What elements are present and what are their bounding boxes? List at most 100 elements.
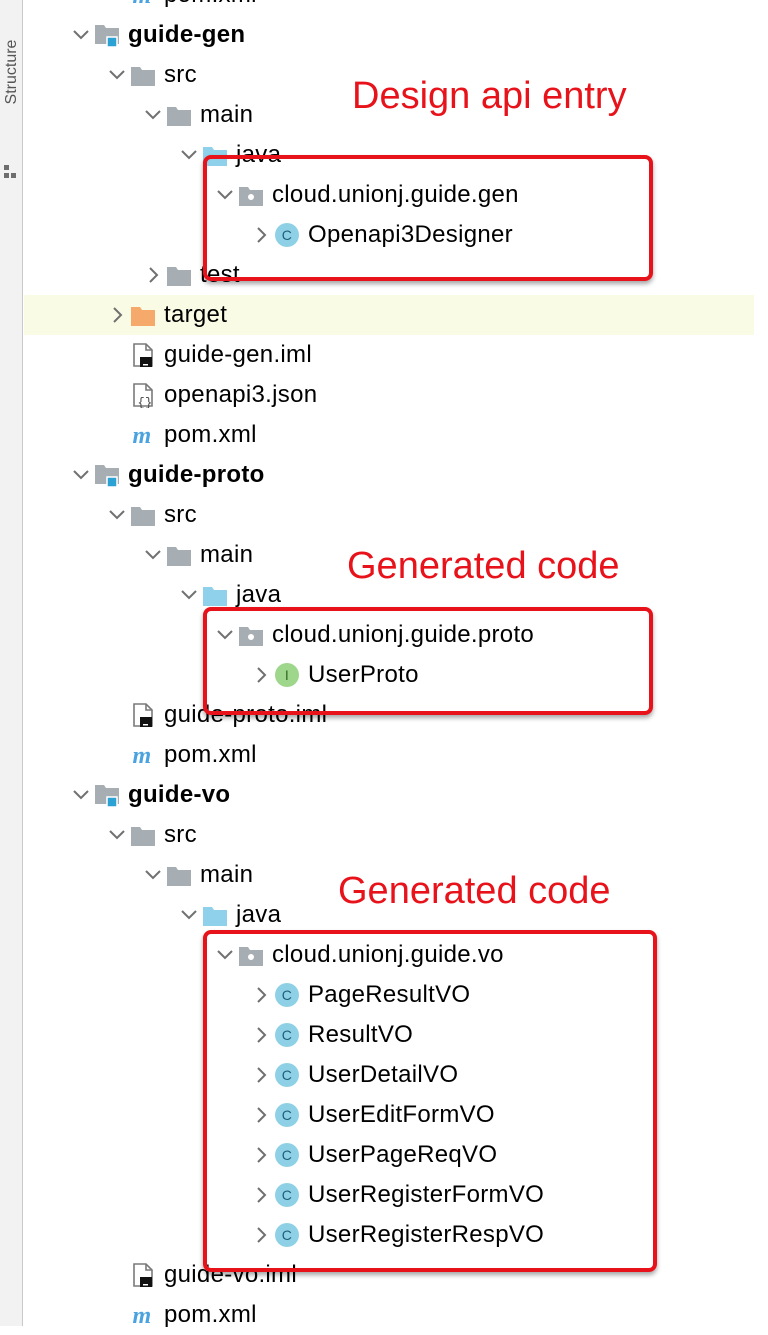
chevron-down-icon[interactable]: [142, 535, 164, 575]
tree-row[interactable]: src: [24, 495, 754, 535]
tree-row-label: java: [236, 901, 282, 928]
chevron-down-icon[interactable]: [178, 135, 200, 175]
chevron-down-icon[interactable]: [106, 815, 128, 855]
tree-row[interactable]: guide-gen: [24, 15, 754, 55]
chevron-down-icon[interactable]: [178, 895, 200, 935]
folder-gray-icon: [166, 542, 192, 568]
tree-row-label: src: [164, 821, 197, 848]
svg-text:{}: {}: [137, 396, 152, 408]
tree-row[interactable]: guide-proto: [24, 455, 754, 495]
tree-row[interactable]: java: [24, 135, 754, 175]
folder-gray-icon: [166, 102, 192, 128]
chevron-down-icon[interactable]: [70, 15, 92, 55]
svg-text:m: m: [133, 423, 152, 448]
chevron-down-icon[interactable]: [70, 455, 92, 495]
tree-row[interactable]: java: [24, 575, 754, 615]
chevron-right-icon[interactable]: [250, 655, 272, 695]
folder-gray-icon: [166, 262, 192, 288]
folder-gray-icon: [130, 62, 156, 88]
tree-row-label: cloud.unionj.guide.vo: [272, 941, 504, 968]
tree-row-label: pom.xml: [164, 0, 257, 15]
class-icon: C: [274, 1182, 300, 1208]
chevron-down-icon[interactable]: [142, 95, 164, 135]
tree-row-label: main: [200, 101, 254, 128]
folder-gray-icon: [166, 862, 192, 888]
tree-row[interactable]: test: [24, 255, 754, 295]
class-icon: C: [274, 1222, 300, 1248]
tree-row[interactable]: main: [24, 855, 754, 895]
tree-row-label: test: [200, 261, 240, 288]
folder-blue-icon: [202, 142, 228, 168]
chevron-right-icon[interactable]: [250, 1095, 272, 1135]
chevron-right-icon[interactable]: [142, 255, 164, 295]
tree-row-label: UserProto: [308, 661, 419, 688]
tree-row[interactable]: src: [24, 55, 754, 95]
folder-gray-icon: [130, 502, 156, 528]
class-icon: C: [274, 1142, 300, 1168]
chevron-right-icon[interactable]: [106, 295, 128, 335]
maven-icon: m: [130, 1302, 156, 1329]
chevron-right-icon[interactable]: [250, 975, 272, 1015]
json-file-icon: {}: [130, 382, 156, 410]
chevron-down-icon[interactable]: [214, 615, 236, 655]
tree-row[interactable]: cloud.unionj.guide.gen: [24, 175, 754, 215]
svg-text:C: C: [282, 1227, 292, 1243]
tree-row-label: guide-gen: [128, 21, 246, 48]
svg-text:m: m: [133, 1303, 152, 1328]
package-icon: [238, 182, 264, 208]
structure-tab-label[interactable]: Structure: [3, 39, 20, 105]
folder-gray-icon: [130, 822, 156, 848]
tree-row-label: Openapi3Designer: [308, 221, 513, 248]
chevron-down-icon[interactable]: [178, 575, 200, 615]
svg-text:C: C: [282, 987, 292, 1003]
chevron-right-icon[interactable]: [250, 215, 272, 255]
tree-row[interactable]: main: [24, 95, 754, 135]
chevron-right-icon[interactable]: [250, 1175, 272, 1215]
tree-row[interactable]: java: [24, 895, 754, 935]
chevron-right-icon[interactable]: [250, 1055, 272, 1095]
folder-blue-icon: [202, 902, 228, 928]
tree-row[interactable]: C Openapi3Designer: [24, 215, 754, 255]
chevron-down-icon[interactable]: [142, 855, 164, 895]
tree-row-label: src: [164, 501, 197, 528]
svg-text:C: C: [282, 1107, 292, 1123]
chevron-right-icon[interactable]: [250, 1215, 272, 1255]
chevron-right-icon[interactable]: [250, 1015, 272, 1055]
tree-row[interactable]: src: [24, 815, 754, 855]
tree-row[interactable]: target: [24, 295, 754, 335]
iml-file-icon: [130, 1262, 156, 1288]
tree-row[interactable]: guide-vo.iml: [24, 1255, 754, 1295]
chevron-down-icon[interactable]: [106, 495, 128, 535]
chevron-right-icon[interactable]: [250, 1135, 272, 1175]
structure-side-panel[interactable]: Structure: [0, 0, 23, 1326]
tree-row[interactable]: guide-proto.iml: [24, 695, 754, 735]
tree-row[interactable]: main: [24, 535, 754, 575]
chevron-down-icon[interactable]: [106, 55, 128, 95]
package-icon: [238, 622, 264, 648]
chevron-down-icon[interactable]: [214, 935, 236, 975]
svg-text:C: C: [282, 1027, 292, 1043]
tree-row[interactable]: guide-vo: [24, 775, 754, 815]
module-icon: [94, 22, 120, 48]
tree-row[interactable]: guide-gen.iml: [24, 335, 754, 375]
tree-row[interactable]: cloud.unionj.guide.proto: [24, 615, 754, 655]
tree-row[interactable]: cloud.unionj.guide.vo: [24, 935, 754, 975]
annotation-generated-code-vo: Generated code: [338, 870, 611, 912]
chevron-down-icon[interactable]: [214, 175, 236, 215]
tree-row-label: main: [200, 541, 254, 568]
chevron-down-icon[interactable]: [70, 775, 92, 815]
tree-row[interactable]: {}openapi3.json: [24, 375, 754, 415]
svg-text:C: C: [282, 227, 292, 243]
